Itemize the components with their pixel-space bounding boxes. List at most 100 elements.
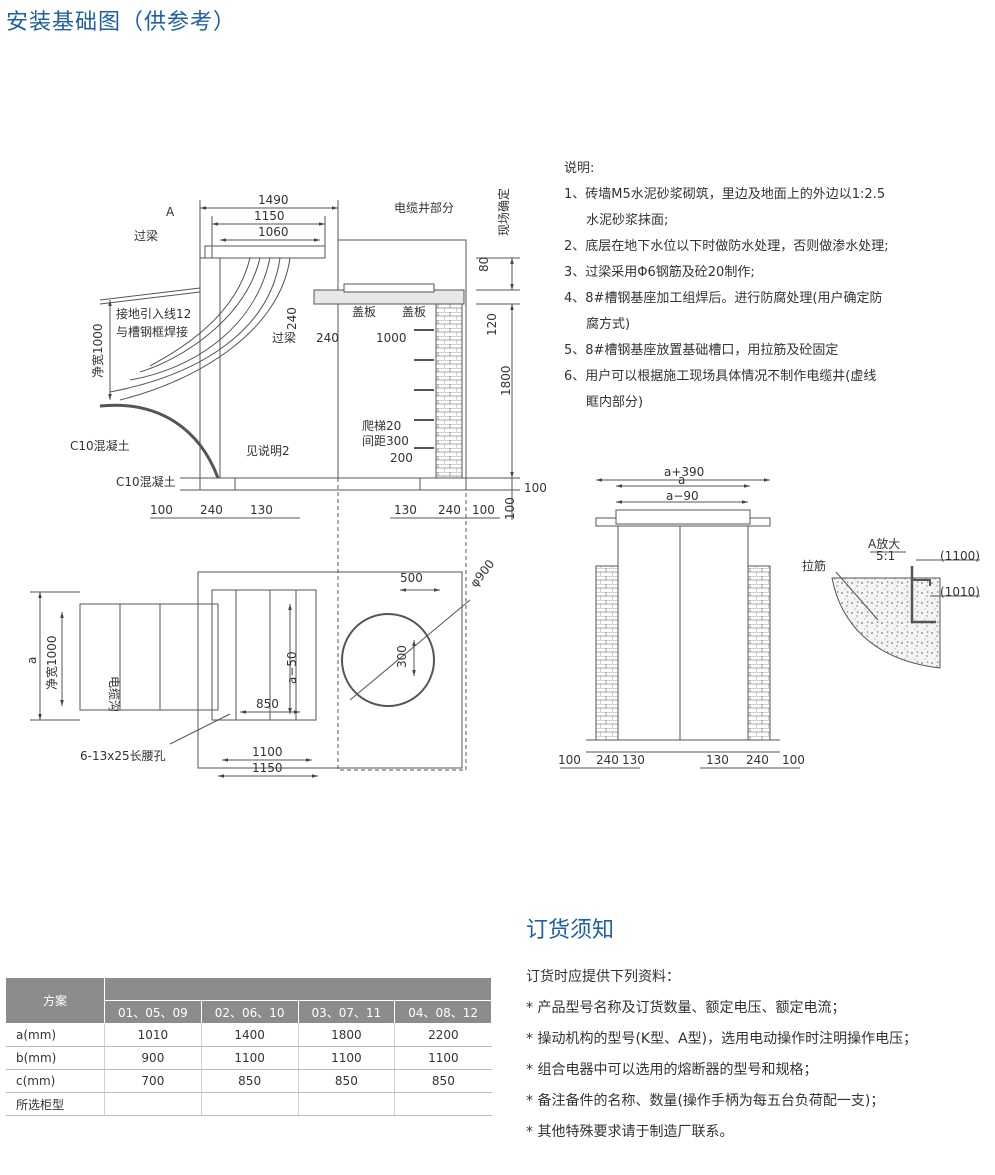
label-ground-wire: 接地引入线12 xyxy=(116,306,191,321)
dim-300: 300 xyxy=(395,645,409,668)
brick-left xyxy=(595,565,619,741)
row-label-a: a(mm) xyxy=(6,1023,105,1047)
label-slot-holes: 6-13x25长腰孔 xyxy=(80,749,166,763)
dim-240-l: 240 xyxy=(200,503,223,517)
dim-80: 80 xyxy=(477,257,491,272)
label-a-minus-50: a−50 xyxy=(285,651,299,684)
cell: 850 xyxy=(298,1069,396,1093)
order-item: * 其他特殊要求请于制造厂联系。 xyxy=(526,1124,734,1140)
label-scale: 5:1 xyxy=(876,549,895,563)
dim-200: 200 xyxy=(390,451,413,465)
dim-1100-plan: 1100 xyxy=(252,745,283,759)
label-1100-paren: (1100) xyxy=(940,549,980,563)
trench-box xyxy=(79,603,219,711)
dim-100-l: 100 xyxy=(150,503,173,517)
dim-120: 120 xyxy=(485,313,499,336)
dim-850: 850 xyxy=(256,697,279,711)
table-header-span xyxy=(104,978,492,1001)
label-c10-1: C10混凝土 xyxy=(70,438,130,453)
well-circle xyxy=(341,613,435,707)
cell: 1100 xyxy=(201,1046,299,1070)
table-col-4: 04、08、12 xyxy=(394,1000,492,1024)
label-weld: 与槽钢框焊接 xyxy=(116,324,188,339)
label-cable-well: 电缆井部分 xyxy=(394,200,454,215)
cell: 1010 xyxy=(104,1023,202,1047)
label-cover-1: 盖板 xyxy=(352,305,376,319)
dim-100-f1: 100 xyxy=(558,753,581,767)
label-tie-bar: 拉筋 xyxy=(802,558,826,573)
row-label-c: c(mm) xyxy=(6,1069,105,1093)
installation-drawing: 电缆井部分 1490 1150 1060 A 过梁 接地引入线12 与槽钢框焊接… xyxy=(25,188,980,778)
dim-100-vv: 100 xyxy=(503,497,517,520)
note-2: 2、底层在地下水位以下时做防水处理，否则做渗水处理; xyxy=(564,239,889,254)
label-phi-900: φ900 xyxy=(467,557,497,590)
notes-title: 说明: xyxy=(564,161,595,176)
order-title: 订货须知 xyxy=(526,918,615,943)
note-3: 3、过梁采用Φ6钢筋及砼20制作; xyxy=(564,265,755,280)
label-a-marker: A xyxy=(166,205,175,219)
order-intro: 订货时应提供下列资料： xyxy=(526,969,680,985)
dim-130-f2: 130 xyxy=(706,753,729,767)
label-site-determine: 现场确定 xyxy=(496,188,511,236)
table-row: b(mm) 900 1100 1100 1100 xyxy=(6,1046,492,1070)
order-list: 订货时应提供下列资料： * 产品型号名称及订货数量、额定电压、额定电流； * 操… xyxy=(526,962,995,1148)
left-wall xyxy=(199,257,221,479)
dim-1000-a: 1000 xyxy=(376,331,407,345)
label-a-plan: a xyxy=(25,657,39,664)
dim-100-v: 100 xyxy=(524,481,547,495)
cell: 850 xyxy=(201,1069,299,1093)
cell xyxy=(201,1092,299,1116)
dim-1150-plan: 1150 xyxy=(252,761,283,775)
table-row: a(mm) 1010 1400 1800 2200 xyxy=(6,1023,492,1047)
dim-1800: 1800 xyxy=(499,365,513,396)
dim-1150: 1150 xyxy=(254,209,285,223)
order-item: * 操动机构的型号(K型、A型)，选用电动操作时注明操作电压； xyxy=(526,1031,918,1047)
dim-130-l: 130 xyxy=(250,503,273,517)
dim-1060: 1060 xyxy=(258,225,289,239)
label-beam: 过梁 xyxy=(134,228,158,243)
dim-1490: 1490 xyxy=(258,193,289,207)
label-c10-2: C10混凝土 xyxy=(116,474,176,489)
label-a-enlarge: A放大 xyxy=(868,536,900,551)
label-cover-2: 盖板 xyxy=(402,305,426,319)
cell: 1400 xyxy=(201,1023,299,1047)
label-net-width-1: 净宽1000 xyxy=(90,323,105,378)
label-cable-trench: 电缆沟 xyxy=(107,676,121,712)
cell xyxy=(394,1092,492,1116)
page-title: 安装基础图（供参考） xyxy=(6,10,237,35)
note-4-cont: 腐方式) xyxy=(586,317,631,332)
cell: 700 xyxy=(104,1069,202,1093)
dim-100-r: 100 xyxy=(472,503,495,517)
dim-100-f2: 100 xyxy=(782,753,805,767)
note-6-cont: 眶内部分) xyxy=(586,395,644,410)
dim-130-f1: 130 xyxy=(622,753,645,767)
label-a-front: a xyxy=(678,473,685,487)
row-label-cabinet: 所选柜型 xyxy=(6,1092,105,1116)
note-1-cont: 水泥砂浆抹面; xyxy=(586,213,669,228)
dim-240-f1: 240 xyxy=(596,753,619,767)
note-1: 1、砖墙M5水泥砂浆砌筑，里边及地面上的外边以1:2.5 xyxy=(564,187,886,202)
cell: 900 xyxy=(104,1046,202,1070)
dim-240-a: 240 xyxy=(316,331,339,345)
label-ladder: 爬梯20 xyxy=(362,419,401,433)
table-columns-row: 01、05、09 02、06、10 03、07、11 04、08、12 xyxy=(6,1000,492,1024)
label-1010-paren: (1010) xyxy=(940,585,980,599)
note-6: 6、用户可以根据施工现场具体情况不制作电缆井(虚线 xyxy=(564,369,877,384)
label-a-plus-390: a+390 xyxy=(664,465,704,479)
dim-130-r: 130 xyxy=(394,503,417,517)
label-a-minus-90: a−90 xyxy=(666,489,699,503)
cell: 1100 xyxy=(298,1046,396,1070)
table-col-3: 03、07、11 xyxy=(298,1000,396,1024)
label-net-width-2: 净宽1000 xyxy=(44,635,59,690)
cell xyxy=(104,1092,202,1116)
brick-right xyxy=(747,565,771,741)
label-beam-2: 过梁 xyxy=(272,330,296,345)
cell xyxy=(298,1092,396,1116)
label-see-note-2: 见说明2 xyxy=(246,443,290,458)
order-item: * 备注备件的名称、数量(操作手柄为每五台负荷配一支)； xyxy=(526,1093,885,1109)
dim-240-v: 240 xyxy=(285,307,299,330)
dim-500: 500 xyxy=(400,571,423,585)
label-spacing: 间距300 xyxy=(362,434,409,448)
note-4: 4、8#槽钢基座加工组焊后。进行防腐处理(用户确定防 xyxy=(564,291,883,306)
order-item: * 组合电器中可以选用的熔断器的型号和规格； xyxy=(526,1062,818,1078)
